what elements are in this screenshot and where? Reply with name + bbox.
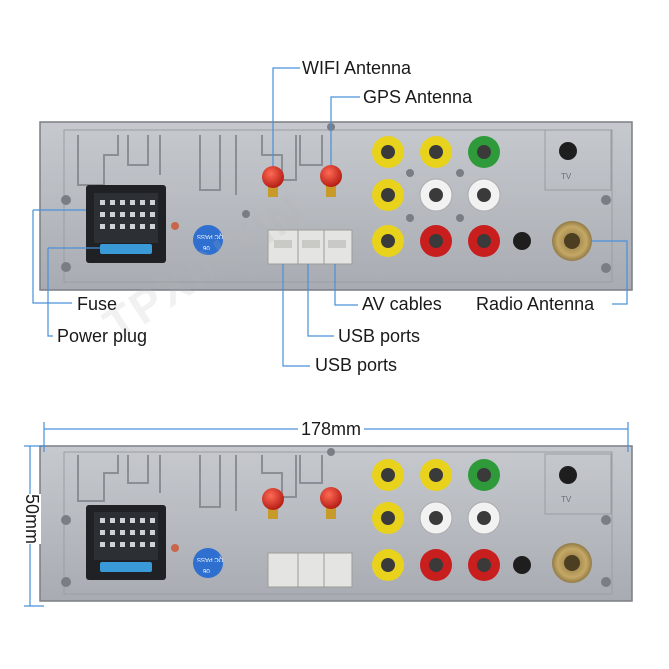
usb-ports-label-2: USB ports (315, 355, 398, 375)
gps-antenna-label: GPS Antenna (363, 87, 473, 107)
top-rear-panel (39, 121, 633, 291)
qc-number-label-2: 06 (203, 567, 210, 573)
radio-antenna-socket (552, 221, 592, 261)
av-rca-jacks (372, 136, 501, 257)
usb-port-connectors (267, 229, 353, 265)
usb-ports-label-1: USB ports (338, 326, 421, 346)
gps-antenna-connector (320, 165, 342, 197)
tv-label-2: TV (561, 495, 572, 504)
qc-pass-label-2: QC PASS (197, 556, 224, 562)
fuse-label: Fuse (77, 294, 118, 314)
power-plug-label: Power plug (57, 326, 148, 346)
height-dimension-label: 50mm (22, 494, 42, 545)
tv-label: TV (561, 172, 572, 181)
av-cables-label: AV cables (362, 294, 442, 314)
qc-pass-label: QC PASS (197, 233, 224, 239)
wifi-antenna-label: WIFI Antenna (302, 58, 412, 78)
qc-number-label: 06 (203, 244, 210, 250)
qc-sticker (193, 225, 223, 255)
power-plug-connector (86, 185, 166, 263)
callout-leaders (32, 67, 628, 367)
width-dimension-label: 178mm (298, 420, 365, 438)
bottom-rear-panel (39, 445, 633, 602)
radio-antenna-label: Radio Antenna (476, 294, 595, 314)
wifi-antenna-connector (262, 166, 284, 197)
fuse (100, 244, 152, 254)
